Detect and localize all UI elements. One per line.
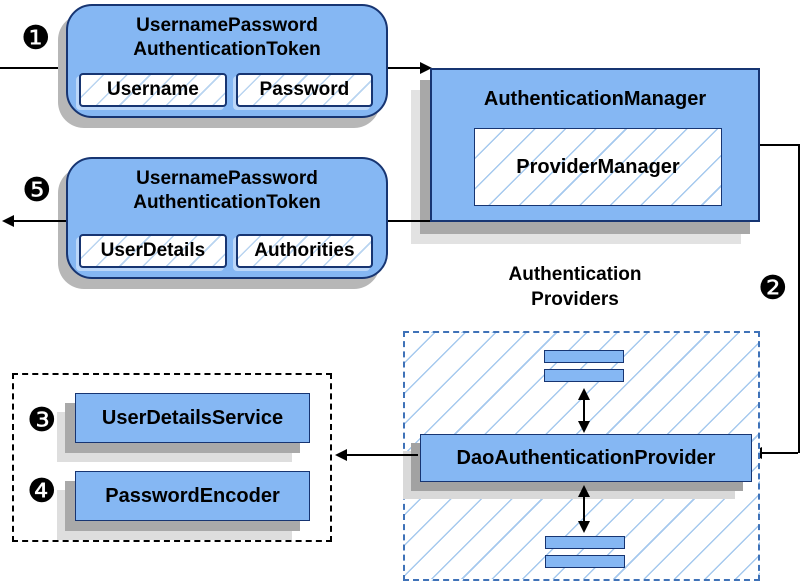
- result-outgoing-line: [14, 220, 66, 222]
- provider-manager-box: ProviderManager: [474, 128, 722, 206]
- authorities-field: Authorities: [235, 234, 373, 268]
- dao-bottom-arrow-line: [583, 495, 585, 523]
- manager-to-result-line: [388, 220, 430, 222]
- password-encoder-box: PasswordEncoder: [75, 471, 310, 521]
- request-token-title-line2: AuthenticationToken: [133, 39, 321, 60]
- user-details-field: UserDetails: [79, 234, 227, 268]
- request-token-title-line1: UsernamePassword: [136, 15, 318, 36]
- dao-top-arrowhead-down: [578, 421, 590, 433]
- username-field: Username: [79, 73, 227, 107]
- authentication-providers-label: Authentication Providers: [430, 262, 720, 312]
- result-token-title-line2: AuthenticationToken: [133, 192, 321, 213]
- dao-authentication-provider-box: DaoAuthenticationProvider: [420, 434, 752, 482]
- authentication-providers-box: DaoAuthenticationProvider: [403, 331, 760, 581]
- manager-to-provider-line-bottom: [762, 452, 798, 454]
- user-details-service-label: UserDetailsService: [101, 406, 284, 429]
- result-outgoing-arrowhead: [2, 215, 14, 227]
- password-field: Password: [235, 73, 373, 107]
- user-details-service-box: UserDetailsService: [75, 393, 310, 443]
- provider-manager-label: ProviderManager: [516, 155, 680, 178]
- provider-placeholder-bar: [545, 536, 625, 549]
- manager-to-provider-line-vertical: [798, 144, 800, 453]
- dao-bottom-arrowhead-up: [578, 485, 590, 497]
- authentication-providers-label-line2: Providers: [531, 289, 619, 310]
- provider-placeholder-bar: [545, 555, 625, 568]
- provider-placeholder-bar: [544, 350, 624, 363]
- authentication-providers-label-line1: Authentication: [508, 264, 642, 285]
- dao-authentication-provider-label: DaoAuthenticationProvider: [456, 446, 716, 469]
- services-group-box: UserDetailsService PasswordEncoder: [12, 373, 332, 542]
- result-token-title-line1: UsernamePassword: [136, 168, 318, 189]
- dao-bottom-arrowhead-down: [578, 521, 590, 533]
- request-token-box: UsernamePassword AuthenticationToken Use…: [66, 4, 388, 118]
- dao-top-arrowhead-up: [578, 388, 590, 400]
- step-5-badge: ❺: [22, 170, 52, 209]
- result-token-fields: UserDetails Authorities: [79, 234, 373, 268]
- step-4-badge: ❹: [27, 471, 57, 510]
- manager-to-provider-line-top: [760, 144, 800, 146]
- provider-placeholder-bar: [544, 369, 624, 382]
- incoming-request-line: [0, 67, 66, 69]
- step-2-badge: ❷: [758, 268, 788, 307]
- provider-to-services-arrowhead: [335, 449, 347, 461]
- request-token-fields: Username Password: [79, 73, 373, 107]
- provider-to-services-line: [347, 454, 418, 456]
- request-to-manager-arrowhead: [420, 62, 432, 74]
- result-token-title: UsernamePassword AuthenticationToken: [68, 167, 386, 215]
- authentication-manager-title: AuthenticationManager: [483, 88, 707, 110]
- request-token-title: UsernamePassword AuthenticationToken: [68, 14, 386, 62]
- authentication-manager-box: AuthenticationManager ProviderManager: [430, 68, 760, 222]
- step-1-badge: ❶: [21, 18, 51, 57]
- request-to-manager-line: [388, 67, 420, 69]
- dao-top-arrow-line: [583, 398, 585, 423]
- password-encoder-label: PasswordEncoder: [105, 484, 280, 507]
- result-token-box: UsernamePassword AuthenticationToken Use…: [66, 157, 388, 279]
- step-3-badge: ❸: [27, 400, 57, 439]
